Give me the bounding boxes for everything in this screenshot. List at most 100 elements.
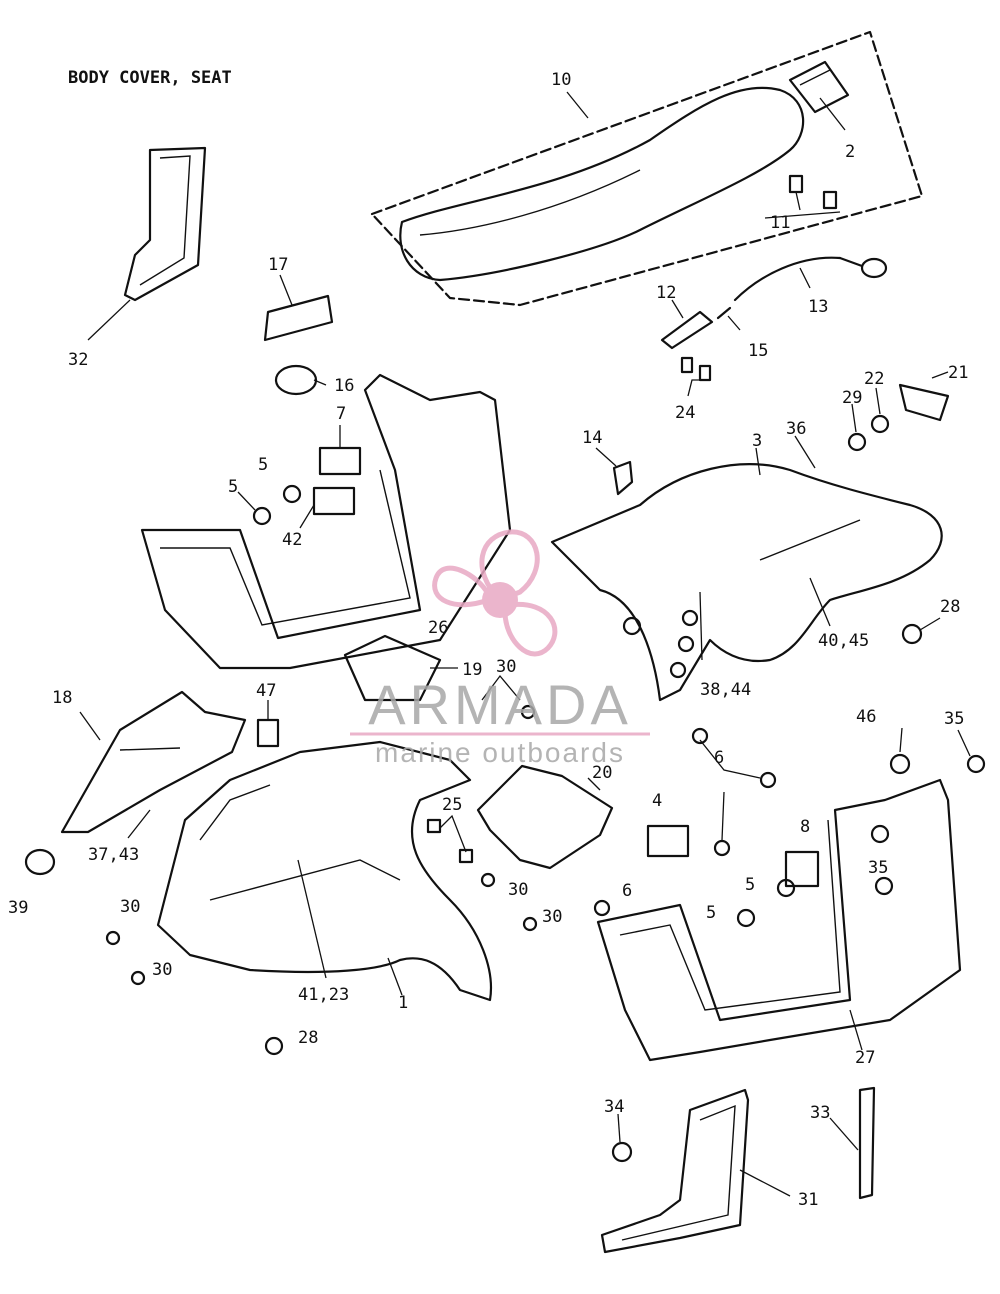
screw-part-5-left-a <box>252 506 272 526</box>
bolt-part-35-c <box>874 876 894 896</box>
front-trim-part-18 <box>60 690 247 834</box>
callout-4: 4 <box>652 791 662 811</box>
plate-part-17 <box>263 294 334 342</box>
armada-watermark: ARMADA marine outboards <box>350 529 650 768</box>
floorboard-part-27 <box>596 778 962 1062</box>
callout-3: 3 <box>752 431 762 451</box>
bolt-part-35-b <box>870 824 890 844</box>
nut-part-22 <box>870 414 890 434</box>
callout-28-right: 28 <box>940 597 960 617</box>
label-part-42 <box>312 486 356 516</box>
callout-15: 15 <box>748 341 768 361</box>
callout-31: 31 <box>798 1190 818 1210</box>
fastener-part-14 <box>612 460 634 496</box>
bolt-part-6-d <box>593 899 611 917</box>
grommet-part-16 <box>274 364 318 396</box>
callout-5-left-a: 5 <box>228 477 238 497</box>
leader-lines <box>79 91 971 1197</box>
callout-6-a: 6 <box>714 748 724 768</box>
watermark-brand: ARMADA <box>368 673 632 736</box>
label-part-4 <box>646 824 690 858</box>
clip-part-47 <box>256 718 280 748</box>
callout-42: 42 <box>282 530 302 550</box>
callout-numbers: 10 2 11 13 12 15 17 32 16 7 5 5 42 26 24… <box>8 70 968 1210</box>
bolt-part-6-a <box>691 727 709 745</box>
callout-6-b: 6 <box>622 881 632 901</box>
panel-part-20 <box>476 764 614 870</box>
screw-part-30-e <box>130 970 146 986</box>
callout-7: 7 <box>336 404 346 424</box>
screw-part-30-b <box>480 872 496 888</box>
rear-fender-part-3 <box>550 463 943 702</box>
callout-47: 47 <box>256 681 276 701</box>
callout-12: 12 <box>656 283 676 303</box>
callout-19: 19 <box>462 660 482 680</box>
floorboard-part-26 <box>140 373 512 670</box>
screw-part-5-left-b <box>282 484 302 504</box>
latch-part-12 <box>660 310 714 350</box>
screw-part-30-a <box>520 704 536 720</box>
nut-part-46 <box>889 753 911 775</box>
panel-part-19 <box>343 634 442 702</box>
callout-21: 21 <box>948 363 968 383</box>
screw-part-15 <box>716 306 732 320</box>
cap-part-39 <box>24 848 56 876</box>
callout-36: 36 <box>786 419 806 439</box>
callout-14: 14 <box>582 428 602 448</box>
callout-38-44: 38,44 <box>700 680 751 700</box>
bolt-part-6-c <box>713 839 731 857</box>
callout-35-b: 35 <box>868 858 888 878</box>
label-part-7 <box>318 446 362 476</box>
screw-part-5-right-b <box>736 908 756 928</box>
callout-13: 13 <box>808 297 828 317</box>
callout-35-a: 35 <box>944 709 964 729</box>
screws-part-24 <box>680 356 712 382</box>
front-fender-part-1 <box>156 740 492 1002</box>
screw-part-30-c <box>522 916 538 932</box>
propeller-logo-icon <box>432 529 558 657</box>
callout-20: 20 <box>592 763 612 783</box>
callout-16: 16 <box>334 376 354 396</box>
bolt-part-34 <box>611 1141 633 1163</box>
callout-5-right-a: 5 <box>745 875 755 895</box>
bolt-part-28-right <box>901 623 923 645</box>
foot-guard-part-32 <box>123 146 207 302</box>
callout-27: 27 <box>855 1048 875 1068</box>
callout-30-b: 30 <box>508 880 528 900</box>
callout-30-d: 30 <box>120 897 140 917</box>
callout-10: 10 <box>551 70 571 90</box>
seat-bolts-part-11 <box>788 174 838 210</box>
callout-32: 32 <box>68 350 88 370</box>
callout-8: 8 <box>800 817 810 837</box>
seat-part-10 <box>370 30 924 307</box>
callout-29: 29 <box>842 388 862 408</box>
callout-30-a: 30 <box>496 657 516 677</box>
callout-25: 25 <box>442 795 462 815</box>
callout-30-c: 30 <box>542 907 562 927</box>
label-part-8 <box>784 850 820 888</box>
callout-41-23: 41,23 <box>298 985 349 1005</box>
callout-11: 11 <box>770 213 790 233</box>
callout-46: 46 <box>856 707 876 727</box>
callout-33: 33 <box>810 1103 830 1123</box>
callout-5-left-b: 5 <box>258 455 268 475</box>
callout-30-e: 30 <box>152 960 172 980</box>
callout-18: 18 <box>52 688 72 708</box>
foot-guard-part-31 <box>600 1088 750 1254</box>
bolt-part-6-b <box>759 771 777 789</box>
bolt-part-28-left <box>264 1036 284 1056</box>
watermark-tagline: marine outboards <box>375 737 625 768</box>
reflector-part-21 <box>898 383 950 422</box>
clip-part-25-b <box>458 848 474 864</box>
callout-5-right-b: 5 <box>706 903 716 923</box>
callout-28-left: 28 <box>298 1028 318 1048</box>
screw-part-30-d <box>105 930 121 946</box>
callout-37-43: 37,43 <box>88 845 139 865</box>
callout-26: 26 <box>428 618 448 638</box>
callout-39: 39 <box>8 898 28 918</box>
callout-2: 2 <box>845 142 855 162</box>
callout-17: 17 <box>268 255 288 275</box>
screw-part-5-right-a <box>776 878 796 898</box>
